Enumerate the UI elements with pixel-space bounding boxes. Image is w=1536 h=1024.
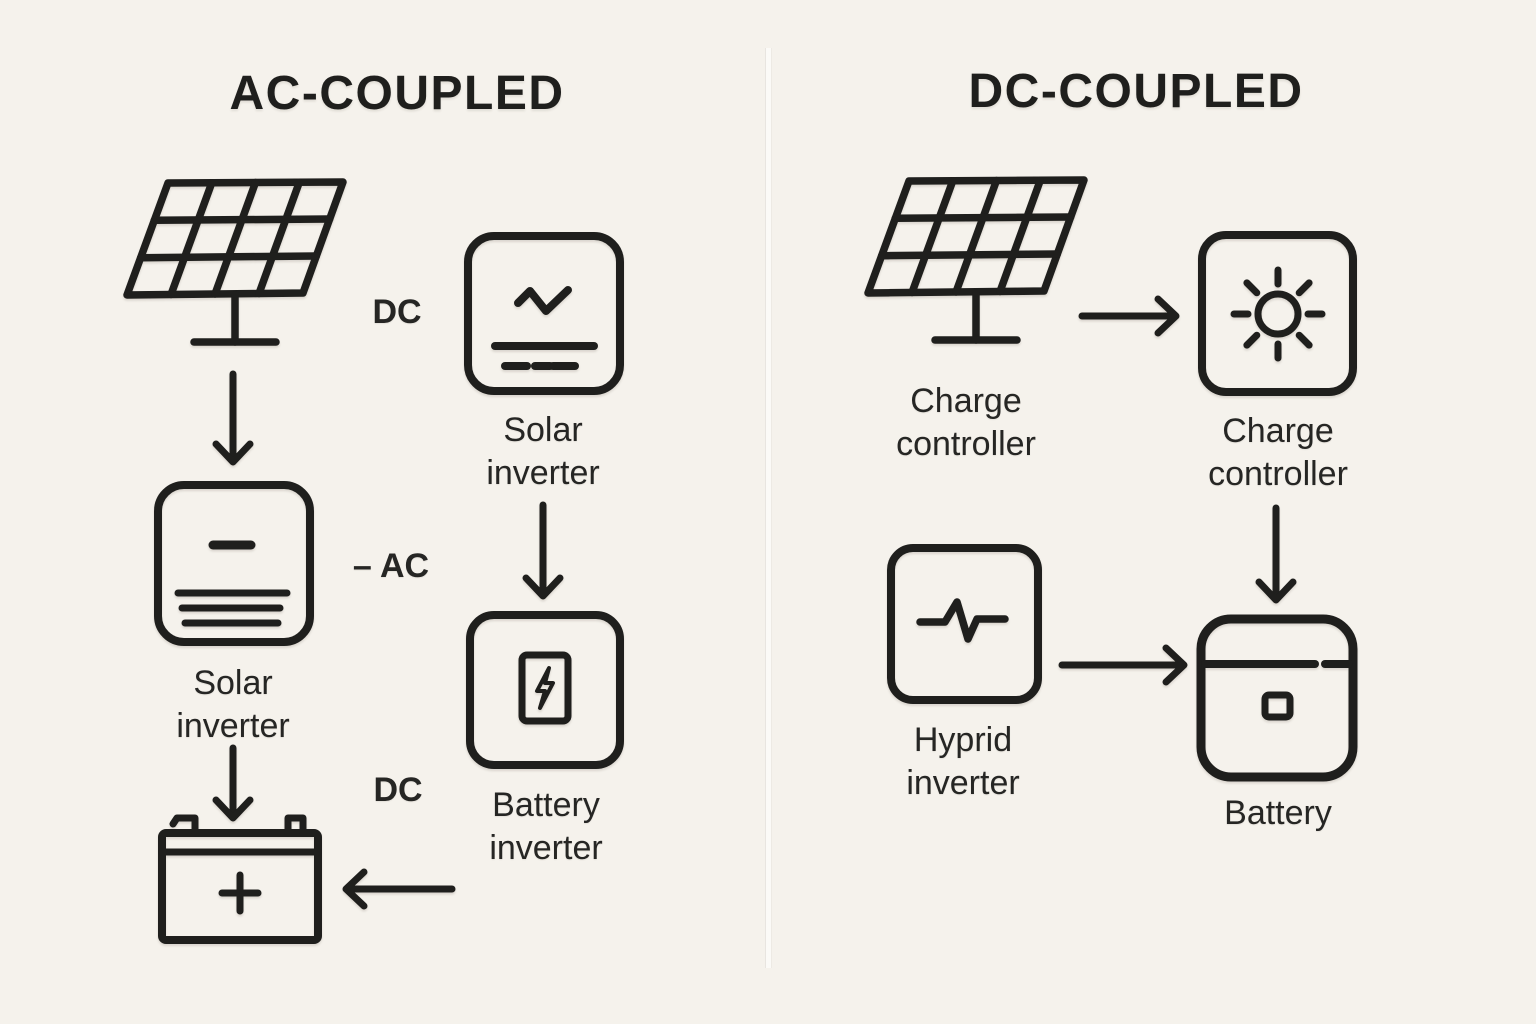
solar-inverter-left-label: Solar inverter xyxy=(176,664,290,745)
solar-panel-icon xyxy=(864,176,1088,344)
battery-box-icon xyxy=(1196,614,1358,782)
charge-controller-sun-icon xyxy=(1198,231,1357,396)
hybrid-inverter-label: Hyprid inverter xyxy=(906,721,1020,802)
section-divider xyxy=(766,48,771,968)
battery-label: Battery xyxy=(1224,794,1332,832)
dc-label-top: DC xyxy=(372,293,422,331)
solar-inverter-top-label: Solar inverter xyxy=(486,411,600,492)
arrow-down-solar-to-battery-inverter-icon xyxy=(522,501,564,600)
plus-icon xyxy=(218,871,262,915)
solar-panel-icon xyxy=(123,178,347,346)
charge-controller-panel-label: Charge controller xyxy=(896,382,1036,463)
solar-inverter-icon xyxy=(154,481,314,646)
zigzag-wave-icon xyxy=(514,286,572,315)
battery-cell-icon xyxy=(1261,691,1294,721)
hybrid-inverter-pulse-icon xyxy=(887,544,1042,704)
arrow-left-battery-inverter-to-battery-icon xyxy=(342,868,456,910)
arrow-right-hybrid-to-battery-icon xyxy=(1058,644,1188,686)
pulse-wave-icon xyxy=(916,598,1009,643)
battery-terminals-icon xyxy=(169,814,307,837)
text-lines-icon xyxy=(174,589,291,627)
section-title-dc: DC-COUPLED xyxy=(968,65,1304,118)
car-battery-icon xyxy=(158,814,322,944)
section-title-ac: AC-COUPLED xyxy=(229,67,565,120)
dc-symbol-icon xyxy=(491,342,598,370)
arrow-down-charge-controller-to-battery-icon xyxy=(1255,504,1297,604)
ac-label: – AC xyxy=(352,547,430,585)
arrow-down-panel-to-inverter-icon xyxy=(212,370,254,466)
solar-inverter-wave-icon xyxy=(464,232,624,395)
battery-inverter-label: Battery inverter xyxy=(489,786,603,867)
battery-bolt-icon xyxy=(518,651,572,725)
dc-label-bottom: DC xyxy=(373,771,423,809)
sun-icon xyxy=(1230,266,1326,362)
charge-controller-unit-label: Charge controller xyxy=(1208,412,1348,493)
battery-inverter-icon xyxy=(466,611,624,769)
